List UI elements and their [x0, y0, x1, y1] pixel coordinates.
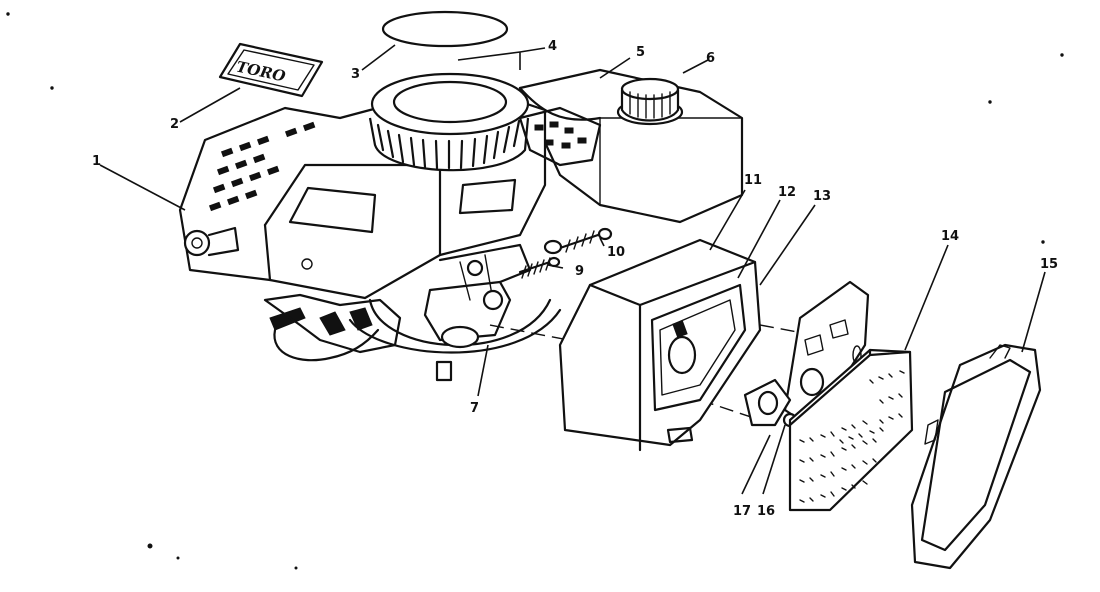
- callout-9: 9: [575, 264, 584, 279]
- shroud-grille-slots: [208, 121, 316, 212]
- part-bracket-17: [743, 378, 792, 427]
- callout-12: 12: [778, 185, 796, 200]
- callout-2: 2: [170, 117, 179, 132]
- callout-15: 15: [1040, 257, 1058, 272]
- part-spark-plug-wire: [263, 293, 402, 362]
- callout-17: 17: [733, 504, 751, 519]
- part-linkage-bracket: [518, 106, 602, 167]
- callout-4: 4: [548, 39, 557, 54]
- scan-specks: [6, 12, 1064, 570]
- callouts: 1 2 3 4 5 6 7 9 10 11 12 13 14 15 16 17: [92, 39, 1058, 519]
- callout-14: 14: [941, 229, 959, 244]
- part-toro-decal: TORO: [218, 42, 324, 98]
- part-gasket-ring: [381, 10, 509, 48]
- part-recoil-starter: [368, 72, 530, 172]
- part-filter-cover: [910, 343, 1042, 570]
- callout-10: 10: [607, 245, 625, 260]
- starter-fins: [376, 119, 521, 170]
- foam-texture: [799, 370, 905, 503]
- part-engine-base: [348, 243, 562, 382]
- callout-1: 1: [92, 154, 101, 169]
- part-foam-filter: [788, 348, 914, 512]
- part-screw-10: [543, 227, 613, 255]
- callout-16: 16: [757, 504, 775, 519]
- callout-3: 3: [351, 67, 360, 82]
- part-spring-9: [518, 256, 561, 279]
- part-fuel-cap: [616, 77, 684, 126]
- callout-13: 13: [813, 189, 831, 204]
- callout-5: 5: [636, 45, 645, 60]
- callout-6: 6: [706, 51, 715, 66]
- part-breather-plate: [783, 280, 870, 422]
- callout-7: 7: [470, 401, 479, 416]
- part-air-cleaner-base: [558, 238, 762, 452]
- callout-11: 11: [744, 173, 762, 188]
- leader-lines: [99, 44, 1046, 495]
